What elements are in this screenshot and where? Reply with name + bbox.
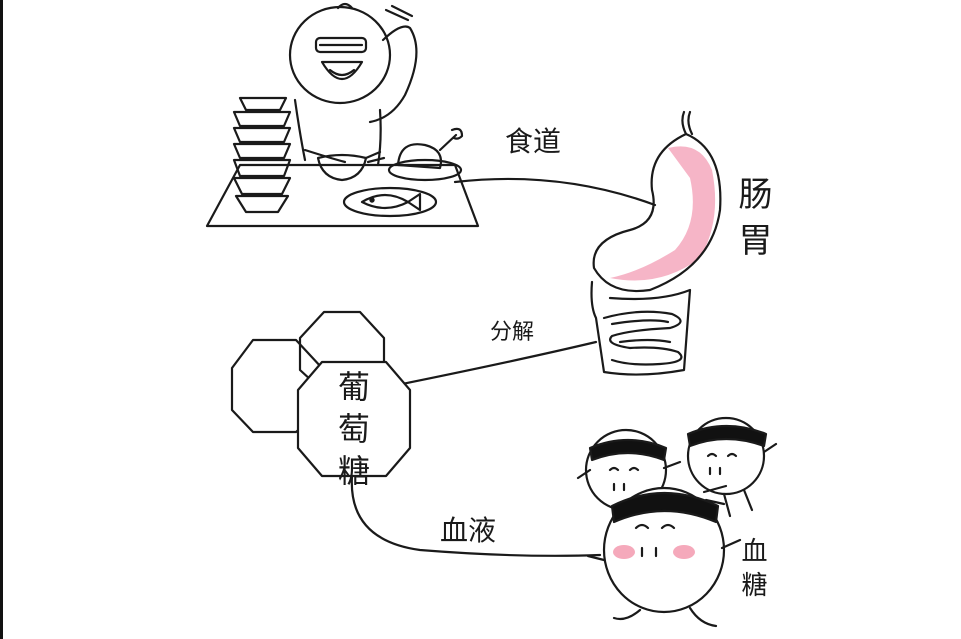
blood-sugar-label: 血糖 xyxy=(737,537,767,605)
glucose-molecule-icon xyxy=(230,310,412,478)
glucose-label: 葡萄糖 xyxy=(333,370,371,496)
stacked-bowls-icon xyxy=(232,96,292,214)
esophagus-label: 食道 xyxy=(505,125,562,158)
blood-label: 血液 xyxy=(440,514,497,547)
digestion-line xyxy=(400,340,598,386)
fish-plate-icon xyxy=(342,186,438,218)
left-frame-edge xyxy=(0,0,3,639)
gut-icon xyxy=(590,110,722,376)
blood-line xyxy=(350,474,602,557)
digestion-label: 分解 xyxy=(490,320,535,345)
esophagus-line xyxy=(453,177,657,207)
chicken-plate-icon xyxy=(387,127,464,182)
person-icon xyxy=(288,2,418,167)
table-icon xyxy=(205,163,480,228)
rice-bowl-icon xyxy=(316,153,368,182)
diner-scene xyxy=(205,2,480,228)
blood-sugar-characters-icon xyxy=(576,416,778,628)
gut-label: 肠胃 xyxy=(732,176,772,268)
